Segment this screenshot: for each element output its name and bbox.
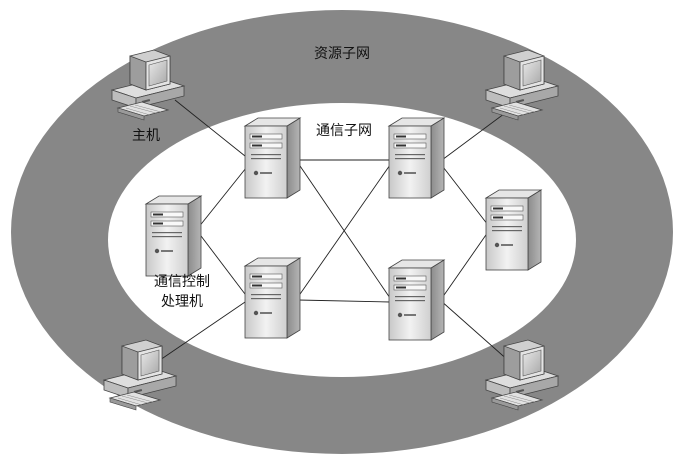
- ccp-label-line2: 处理机: [161, 294, 203, 310]
- server-right-icon: [485, 189, 542, 271]
- ccp-server-left-icon: [145, 195, 202, 277]
- ccp-label: 通信控制 处理机: [154, 272, 210, 312]
- resource-subnet-label: 资源子网: [314, 46, 370, 62]
- communication-subnet-label: 通信子网: [316, 123, 372, 139]
- host-label: 主机: [132, 128, 160, 144]
- communication-subnet-area: [108, 103, 576, 377]
- server-top-left-icon: [244, 117, 301, 199]
- ccp-label-line1: 通信控制: [154, 274, 210, 290]
- server-bottom-right-icon: [388, 259, 445, 341]
- server-bottom-left-icon: [244, 257, 301, 339]
- server-top-right-icon: [388, 117, 445, 199]
